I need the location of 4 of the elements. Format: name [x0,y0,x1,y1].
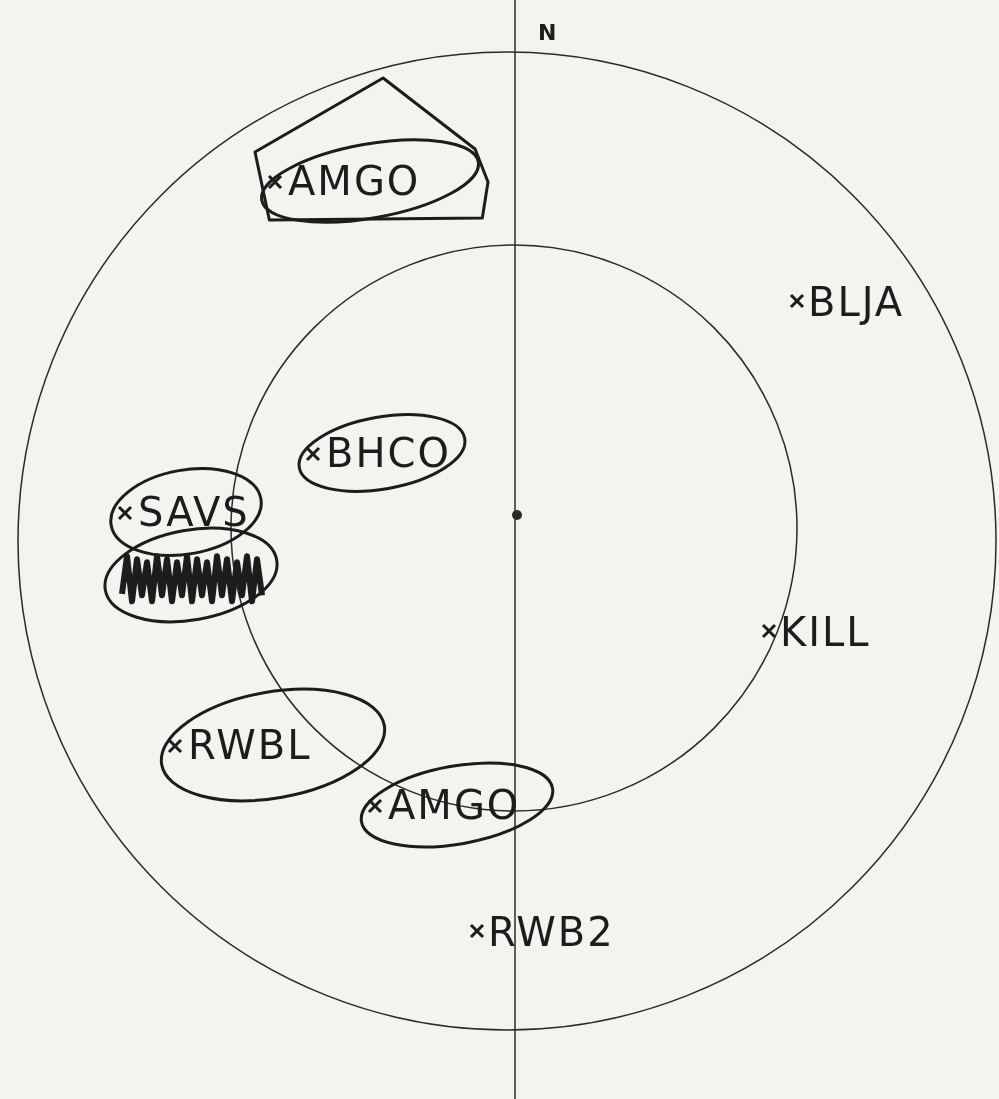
species-code: RWBL [188,725,312,765]
north-label: N [538,22,559,44]
species-code: BHCO [326,433,451,473]
species-code: KILL [780,612,871,652]
